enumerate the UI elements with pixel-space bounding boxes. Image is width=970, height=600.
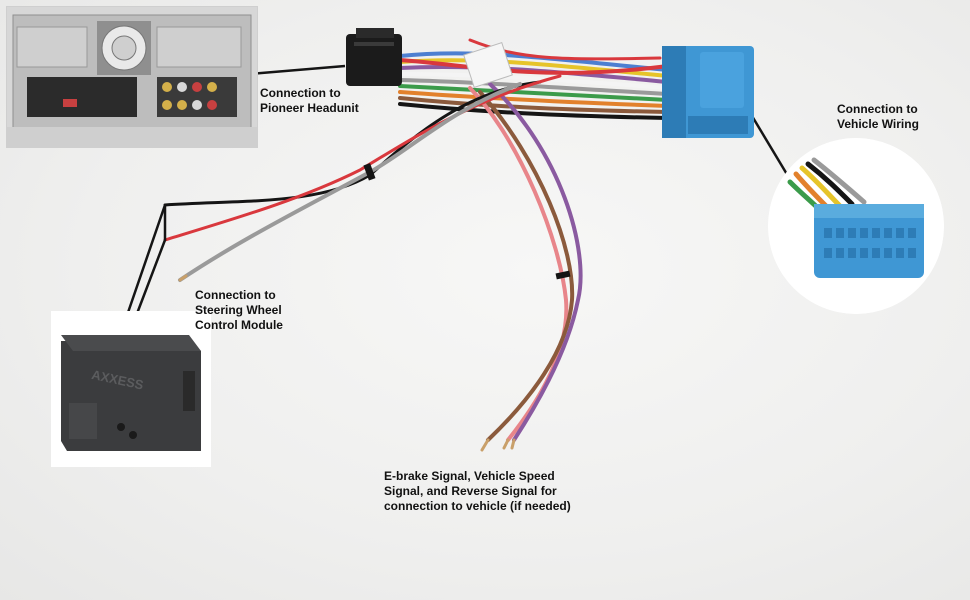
label-signals: E-brake Signal, Vehicle Speed Signal, an… [384, 469, 571, 514]
label-headunit-line-1: Connection to [260, 86, 341, 100]
label-headunit: Connection to Pioneer Headunit [260, 86, 359, 116]
label-steering-line-3: Control Module [195, 318, 283, 332]
label-signals-line-2: Signal, and Reverse Signal for [384, 484, 557, 498]
signal-wires [468, 82, 583, 452]
label-steering-line-2: Steering Wheel [195, 303, 282, 317]
label-steering-module: Connection to Steering Wheel Control Mod… [195, 288, 283, 333]
vehicle-wiring-inset [768, 138, 944, 314]
label-signals-line-1: E-brake Signal, Vehicle Speed [384, 469, 555, 483]
module-wires [120, 74, 562, 334]
label-vehicle-line-1: Connection to [837, 102, 918, 116]
headunit-plug [346, 28, 402, 86]
harness-tag [463, 42, 513, 88]
pioneer-headunit-photo [6, 6, 258, 148]
headunit-callout-line [249, 64, 346, 76]
blue-vehicle-connector [662, 46, 754, 138]
label-vehicle-wiring: Connection to Vehicle Wiring [837, 102, 919, 132]
wire-bundle [398, 38, 670, 120]
label-headunit-line-2: Pioneer Headunit [260, 101, 359, 115]
label-vehicle-line-2: Vehicle Wiring [837, 117, 919, 131]
steering-wheel-module-photo: AXXESS [51, 311, 211, 467]
label-signals-line-3: connection to vehicle (if needed) [384, 499, 571, 513]
label-steering-line-1: Connection to [195, 288, 276, 302]
